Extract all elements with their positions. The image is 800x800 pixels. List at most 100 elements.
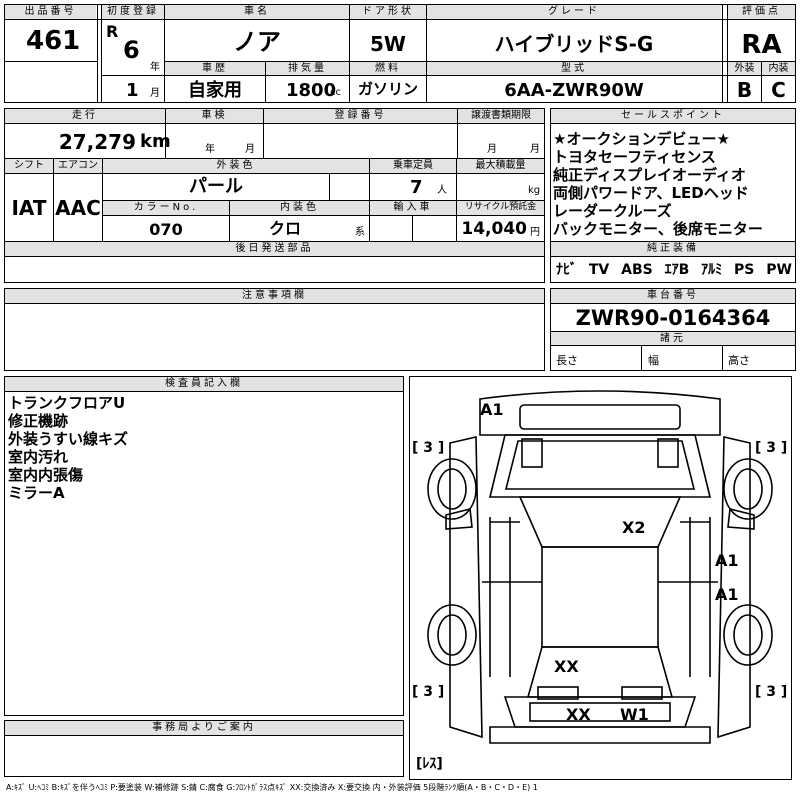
capacity: 7 <box>410 177 423 198</box>
chassis-number: ZWR90-0164364 <box>575 306 771 330</box>
score: RA <box>741 30 782 60</box>
recycle-header: リサイクル預託金 <box>457 201 544 215</box>
later-parts-header: 後日発送部品 <box>5 242 544 256</box>
top-block <box>4 4 796 103</box>
year-unit: 年 <box>150 62 160 73</box>
height-label: 高さ <box>728 354 750 367</box>
tire-tread-front-right: [ 3 ] <box>755 440 788 456</box>
cc-unit: cc <box>330 87 341 98</box>
office-header: 事務局よりご案内 <box>5 721 403 735</box>
month-unit: 月 <box>150 88 160 99</box>
lot-no-header: 出品番号 <box>5 5 96 19</box>
width-label: 幅 <box>648 354 659 367</box>
notes-block <box>4 288 545 371</box>
history: 自家用 <box>188 80 242 101</box>
inspector-notes: トランクフロアU 修正機跡 外装うすい線キズ 室内汚れ 室内内張傷 ミラーA <box>8 394 128 502</box>
spare-tire: [ﾚｽ] <box>416 756 443 772</box>
sales-point-item: トヨタセーフティセンス <box>553 148 716 166</box>
ext-color: パール <box>189 176 243 197</box>
inspector-note: トランクフロアU <box>8 394 126 412</box>
reg-era: R <box>106 22 119 41</box>
notes-header: 注意事項欄 <box>5 289 544 303</box>
damage-mark: A1 <box>480 400 504 419</box>
sales-point-item: バックモニター、後席モニター <box>553 220 763 238</box>
inspector-note: 外装うすい線キズ <box>8 430 129 448</box>
int-color-header: 内装色 <box>230 201 369 215</box>
reg-month: 1 <box>126 80 139 101</box>
sales-point-item: 純正ディスプレイオーディオ <box>553 166 746 184</box>
max-load-header: 最大積載量 <box>457 159 544 173</box>
grade: ハイブリッドS-G <box>494 32 654 56</box>
transfer-header: 譲渡書類期限 <box>458 109 544 123</box>
aircon: AAC <box>55 196 101 220</box>
mileage-block <box>4 108 545 283</box>
inspector-note: 室内内張傷 <box>8 466 84 484</box>
inspector-note: 室内汚れ <box>8 448 69 466</box>
door-header: ドア形状 <box>350 5 426 19</box>
int-color: クロ <box>268 219 301 238</box>
lot-number: 461 <box>26 26 81 56</box>
equipment-item: ｱﾙﾐ <box>701 262 723 278</box>
damage-mark: XX <box>566 705 591 724</box>
sales-point-item: ★オークションデビュー★ <box>553 130 730 148</box>
inspection-header: 車検 <box>166 109 263 123</box>
person-unit: 人 <box>437 185 447 196</box>
transfer-day-unit: 月 <box>530 144 540 155</box>
inspector-note: ミラーA <box>8 484 65 502</box>
model-header: 型式 <box>427 62 721 75</box>
kei-unit: 系 <box>355 227 365 238</box>
genuine-equipment-header: 純正装備 <box>551 242 795 256</box>
sales-point-item: 両側パワードア、LEDヘッド <box>553 184 749 202</box>
interior-grade: C <box>771 78 786 102</box>
door-type: 5W <box>370 32 406 56</box>
car-outline <box>427 390 773 744</box>
score-header: 評価点 <box>728 5 795 19</box>
damage-mark: A1 <box>715 551 739 570</box>
damage-mark: XX <box>554 657 579 676</box>
chassis-block <box>550 288 796 371</box>
equipment-item: PW <box>766 262 792 278</box>
sales-point-header: セールスポイント <box>551 109 795 123</box>
inspector-header: 検査員記入欄 <box>5 377 403 391</box>
grade-header: グレード <box>427 5 721 19</box>
recycle-deposit: 14,040 <box>461 219 527 239</box>
mileage-header: 走行 <box>5 109 165 123</box>
legend: A:ｷｽﾞ U:ﾍｺﾐ B:ｷｽﾞを伴うﾍｺﾐ P:要塗装 W:補修跡 S:錆 … <box>6 783 538 792</box>
fuel: ガソリン <box>357 80 418 98</box>
history-header: 車歴 <box>165 62 265 75</box>
capacity-header: 乗車定員 <box>370 159 456 173</box>
shift-header: シフト <box>5 159 53 173</box>
inspection-year-unit: 年 <box>205 144 215 155</box>
transfer-month-unit: 月 <box>487 144 497 155</box>
model: 6AA-ZWR90W <box>504 80 644 101</box>
reg-year: 6 <box>123 36 140 64</box>
aircon-header: エアコン <box>54 159 102 173</box>
tire-tread-rear-right: [ 3 ] <box>755 684 788 700</box>
equipment-item: ABS <box>621 262 653 278</box>
first-reg-header: 初度登録 <box>102 5 164 19</box>
yen-unit: 円 <box>530 227 540 238</box>
shift: IAT <box>11 196 47 220</box>
displacement: 1800 <box>286 80 337 101</box>
equipment-item: TV <box>588 262 610 278</box>
chassis-header: 車台番号 <box>551 289 795 303</box>
kg-unit: kg <box>528 185 541 196</box>
color-no-header: カラーNo. <box>103 201 229 215</box>
office-block <box>4 720 404 777</box>
damage-mark: X2 <box>622 518 646 537</box>
sales-point-item: レーダークルーズ <box>553 202 672 220</box>
km-unit: km <box>140 131 171 152</box>
equipment-item: PS <box>734 262 755 278</box>
displacement-header: 排気量 <box>266 62 349 75</box>
sales-point-block <box>550 108 796 283</box>
inspection-month-unit: 月 <box>245 144 255 155</box>
specs-header: 諸元 <box>551 332 795 345</box>
inspector-note: 修正機跡 <box>8 412 69 430</box>
mileage: 27,279 <box>58 130 136 154</box>
exterior-grade: B <box>736 78 753 102</box>
tire-tread-rear-left: [ 3 ] <box>412 684 445 700</box>
color-no: 070 <box>149 220 183 239</box>
damage-mark: W1 <box>620 705 649 724</box>
reg-no-header: 登録番号 <box>264 109 457 123</box>
import-header: 輸入車 <box>370 201 456 215</box>
